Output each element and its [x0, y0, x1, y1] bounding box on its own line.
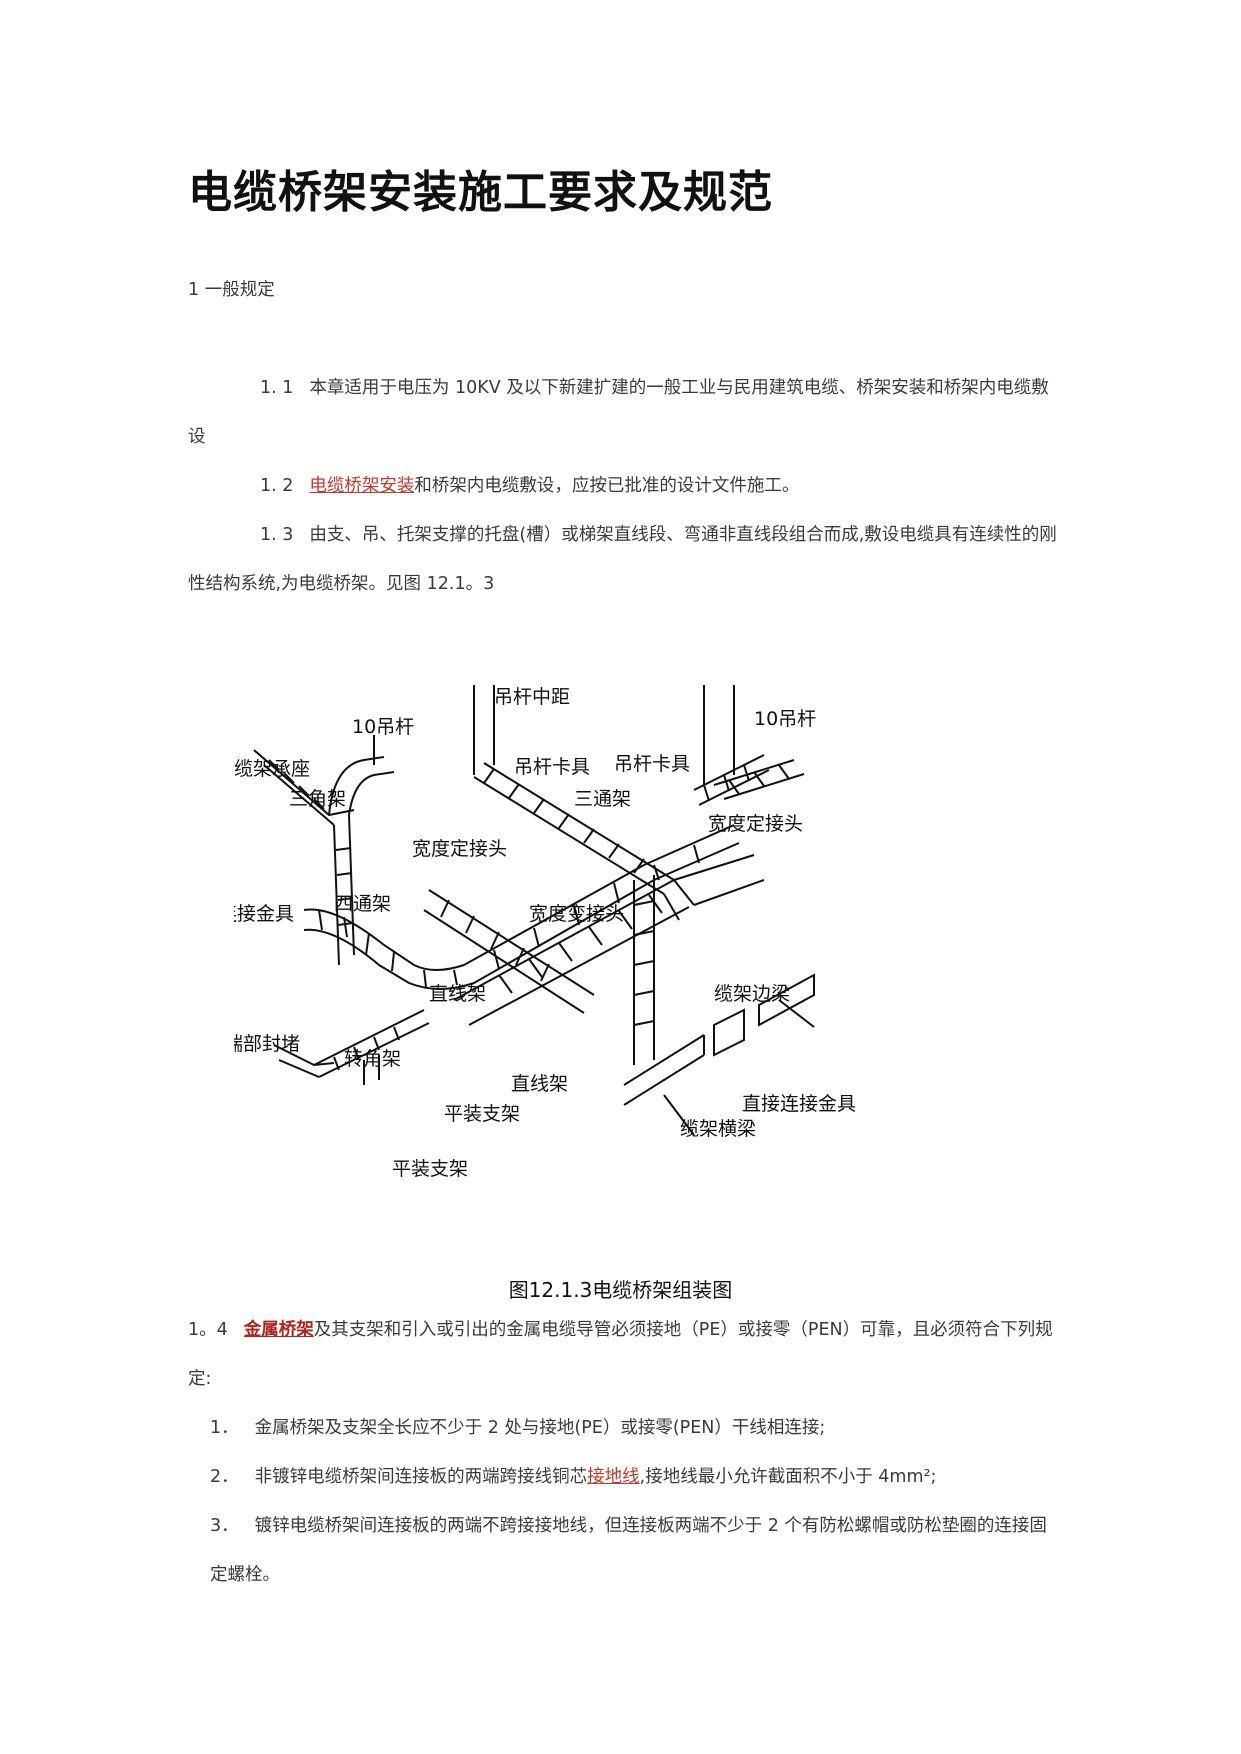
fig-label-rod-clamp-b: 吊杆卡具 — [614, 753, 690, 775]
fig-label-width-change: 宽度变接头 — [529, 903, 624, 925]
fig-label-triangle: 三角架 — [289, 788, 346, 810]
paragraph-1-2: 1. 2 电缆桥架安装和桥架内电缆敷设，应按已批准的设计文件施工。 — [188, 462, 1058, 511]
fig-label-tray-seat: 缆架承座 — [234, 758, 310, 780]
fig-label-width-joint-b: 宽度定接头 — [708, 813, 803, 835]
list-number: 1． — [210, 1418, 239, 1438]
item-text: 本章适用于电压为 10KV 及以下新建扩建的一般工业与民用建筑电缆、桥架安装和桥… — [188, 378, 1049, 447]
fig-label-rod-right: 10吊杆 — [754, 708, 816, 730]
fig-label-flat-b: 平装支架 — [392, 1158, 468, 1180]
assembly-drawing: 10吊杆 吊杆中距 10吊杆 吊杆卡具 吊杆卡具 缆架承座 三角架 三通架 宽度… — [218, 685, 856, 1180]
fig-label-end-cap: 端部封堵 — [234, 1033, 300, 1055]
list-item-2: 2． 非镀锌电缆桥架间连接板的两端跨接线铜芯接地线,接地线最小允许截面积不小于 4… — [210, 1453, 1060, 1502]
item-number: 1. 3 — [260, 525, 294, 545]
fig-label-tee: 三通架 — [574, 788, 631, 810]
list-text: 非镀锌电缆桥架间连接板的两端跨接线铜芯 — [254, 1467, 588, 1487]
list-text: 镀锌电缆桥架间连接板的两端不跨接接地线，但连接板两端不少于 2 个有防松螺帽或防… — [210, 1516, 1047, 1585]
fig-label-corner: 转角架 — [344, 1048, 401, 1070]
item-number: 1. 1 — [260, 378, 294, 398]
fig-label-flat-a: 平装支架 — [444, 1103, 520, 1125]
list-number: 3． — [210, 1516, 239, 1536]
cable-tray-install-link[interactable]: 电缆桥架安装 — [309, 476, 415, 496]
fig-label-connector: 连接金具 — [234, 903, 294, 925]
list-number: 2． — [210, 1467, 239, 1487]
item-text: 由支、吊、托架支撑的托盘(槽）或梯架直线段、弯通非直线段组合而成,敷设电缆具有连… — [188, 525, 1057, 594]
fig-label-edge-beam: 缆架边梁 — [714, 983, 790, 1005]
list-text: 金属桥架及支架全长应不少于 2 处与接地(PE）或接零(PEN）干线相连接; — [254, 1418, 826, 1438]
figure-caption: 图12.1.3电缆桥架组装图 — [508, 1278, 733, 1302]
page-title: 电缆桥架安装施工要求及规范 — [188, 167, 773, 218]
fig-label-cross: 四通架 — [334, 893, 391, 915]
fig-label-rod-clamp-a: 吊杆卡具 — [514, 756, 590, 778]
list-text: ,接地线最小允许截面积不小于 4mm²; — [639, 1467, 937, 1487]
fig-label-straight-b: 直线架 — [511, 1073, 568, 1095]
fig-label-rod-spacing: 吊杆中距 — [494, 686, 570, 708]
item-text: 和桥架内电缆敷设，应按已批准的设计文件施工。 — [414, 476, 800, 496]
paragraph-1-4: 1。4 金属桥架及其支架和引入或引出的金属电缆导管必须接地（PE）或接零（PEN）… — [188, 1306, 1058, 1404]
fig-label-width-joint-a: 宽度定接头 — [412, 838, 507, 860]
metal-tray-link[interactable]: 金属桥架 — [243, 1320, 314, 1340]
list-item-3: 3．镀锌电缆桥架间连接板的两端不跨接接地线，但连接板两端不少于 2 个有防松螺帽… — [210, 1502, 1060, 1600]
ground-wire-link[interactable]: 接地线 — [587, 1467, 640, 1487]
list-item-1: 1． 金属桥架及支架全长应不少于 2 处与接地(PE）或接零(PEN）干线相连接; — [210, 1404, 1060, 1453]
item-number: 1. 2 — [260, 476, 294, 496]
fig-label-cross-beam: 缆架横梁 — [680, 1118, 756, 1140]
section-heading: 1 一般规定 — [188, 280, 275, 300]
item-number: 1。4 — [188, 1320, 228, 1340]
fig-label-direct-conn: 直接连接金具 — [742, 1093, 856, 1115]
fig-label-straight-a: 直线架 — [429, 983, 486, 1005]
fig-label-rod-left: 10吊杆 — [352, 716, 414, 738]
item-text: 及其支架和引入或引出的金属电缆导管必须接地（PE）或接零（PEN）可靠，且必须符… — [188, 1320, 1053, 1389]
cable-tray-assembly-figure: 10吊杆 吊杆中距 10吊杆 吊杆卡具 吊杆卡具 缆架承座 三角架 三通架 宽度… — [218, 665, 994, 1215]
